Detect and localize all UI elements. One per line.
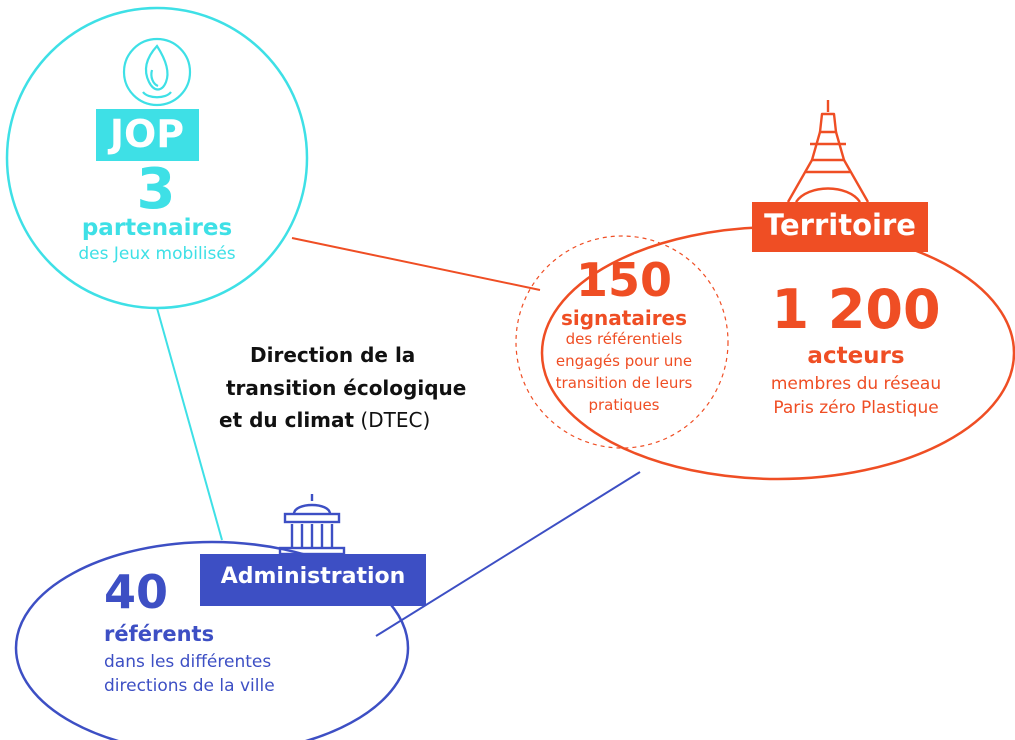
administration-ellipse <box>14 540 410 740</box>
signataires-number: 150 <box>575 253 673 307</box>
dtec-title-line: et du climat <box>219 408 355 432</box>
territoire-badge-label: Territoire <box>764 208 916 242</box>
signataires-label: signataires <box>560 306 688 330</box>
signataires-dashed-circle <box>515 235 729 449</box>
connector-administration-territoire <box>375 471 641 637</box>
signataires-line: pratiques <box>588 396 660 414</box>
jop-circle <box>5 6 309 310</box>
signataires-line: des référentiels <box>565 330 683 348</box>
administration-number: 40 <box>104 565 169 619</box>
dtec-title-line-3: et du climat (DTEC) <box>219 408 430 432</box>
dtec-title-line: Direction de la <box>250 343 416 367</box>
territoire-badge-bg <box>752 202 928 252</box>
dtec-abbreviation: (DTEC) <box>354 408 431 432</box>
jop-number: 3 <box>136 157 176 222</box>
eiffel-tower-icon <box>786 100 870 203</box>
government-building-icon <box>278 494 346 556</box>
administration-badge-label: Administration <box>220 564 406 589</box>
administration-badge-bg <box>200 554 426 606</box>
jop-badge-label: JOP <box>109 112 185 156</box>
administration-label: référents <box>104 622 215 646</box>
connector-jop-administration <box>156 307 223 541</box>
acteurs-line: Paris zéro Plastique <box>773 398 939 418</box>
signataires-line: transition de leurs <box>555 374 693 392</box>
jop-sublabel: des Jeux mobilisés <box>78 244 236 264</box>
signataires-line: engagés pour une <box>555 352 693 370</box>
dtec-title-line: transition écologique <box>226 376 467 400</box>
jop-badge-bg <box>96 109 199 161</box>
administration-line: directions de la ville <box>104 676 275 696</box>
acteurs-line: membres du réseau <box>770 374 942 394</box>
acteurs-number: 1 200 <box>771 278 941 341</box>
flame-icon <box>122 37 192 107</box>
administration-line: dans les différentes <box>104 652 272 672</box>
acteurs-label: acteurs <box>807 343 905 369</box>
connector-jop-territoire <box>291 237 541 291</box>
jop-label: partenaires <box>81 215 233 241</box>
